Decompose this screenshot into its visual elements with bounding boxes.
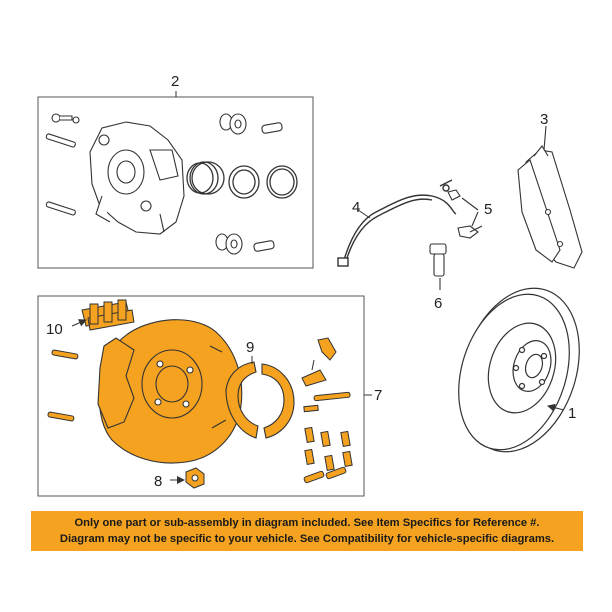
callout-4: 4 [352,199,360,216]
callout-5: 5 [484,201,492,218]
backing-plate [97,319,243,464]
brake-pads [517,125,583,269]
disclaimer-banner: Only one part or sub-assembly in diagram… [31,511,583,551]
backing-plate-group-frame [37,295,365,497]
pad-hardware-set [81,299,135,331]
caliper-boots-top [219,113,283,135]
callout-6: 6 [434,295,442,312]
abs-sensor-wire [337,179,457,267]
disclaimer-line-1: Only one part or sub-assembly in diagram… [74,517,540,529]
retaining-nut [185,467,205,489]
callout-10: 10 [46,321,63,338]
caliper-body [89,121,185,235]
caliper-boots-bottom [215,233,275,255]
hold-down-pins [47,349,79,422]
brake-rotor [458,287,580,453]
hardware-kit [301,337,353,484]
sensor-bracket [447,189,483,239]
callout-9: 9 [246,339,254,356]
wheel-speed-sensor [429,243,447,290]
callout-1: 1 [568,405,576,422]
piston-seals [186,161,298,199]
backing-plate-group: 7 9 10 [37,295,382,497]
parking-brake-shoes [225,361,295,439]
caliper-group: 2 [37,73,314,269]
callout-3: 3 [540,111,548,128]
callout-8: 8 [154,473,162,490]
callout-7: 7 [374,387,382,404]
disclaimer-line-2: Diagram may not be specific to your vehi… [59,533,555,545]
caliper-bolts-left [45,113,80,216]
callout-2: 2 [171,73,179,90]
